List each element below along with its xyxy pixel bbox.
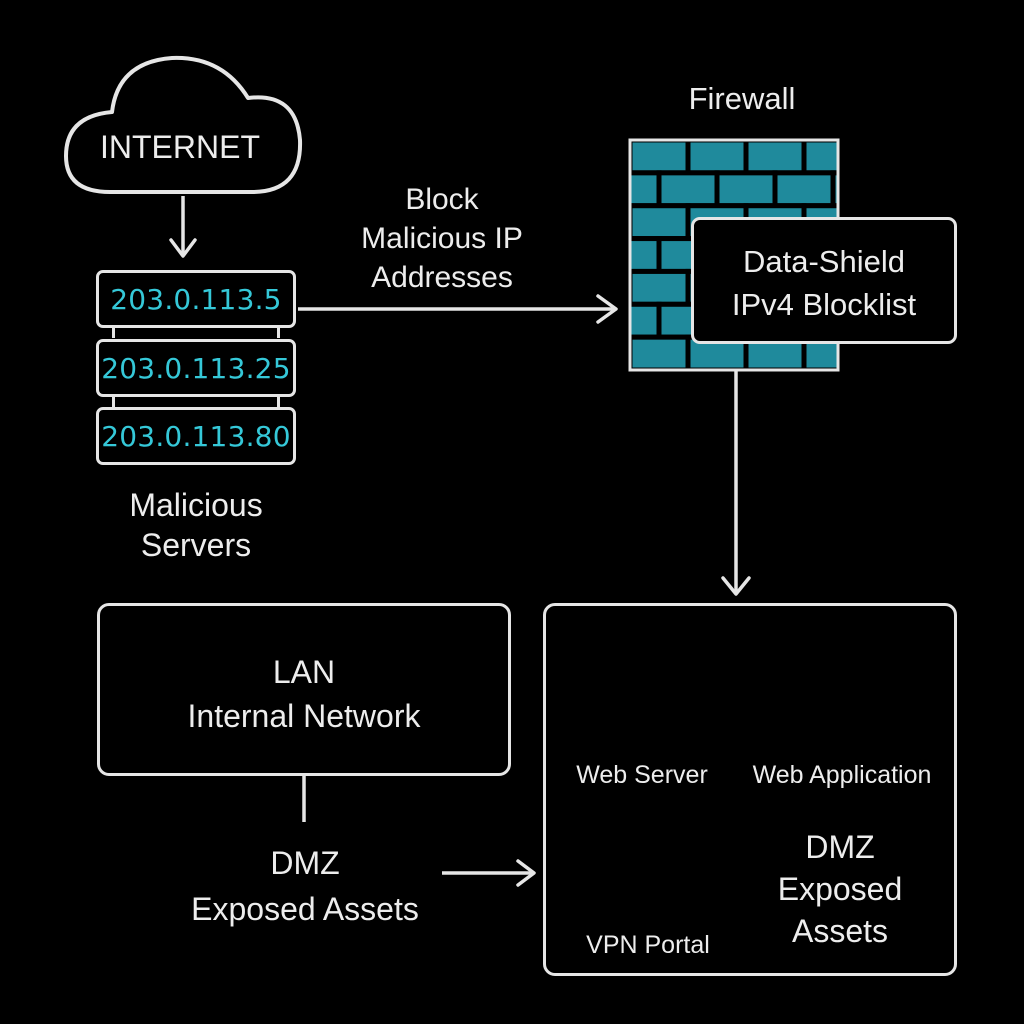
server-ip-1: 203.0.113.5 (96, 270, 296, 328)
dmz-box-title: DMZ Exposed Assets (777, 829, 903, 949)
web-server-label: Web Server (576, 761, 708, 789)
firewall-brick (630, 203, 691, 242)
arrow-firewall-to-dmz (721, 370, 751, 596)
firewall-brick (630, 268, 691, 307)
ip-address: 203.0.113.25 (101, 351, 291, 385)
firewall-brick (685, 140, 749, 176)
arrow-dmz-label-to-box (442, 859, 536, 887)
blocklist-name: Data-Shield (743, 244, 905, 279)
server-ip-2: 203.0.113.25 (96, 339, 296, 397)
malicious-servers-caption: Malicious Servers (129, 487, 263, 563)
lan-title: LAN (272, 654, 336, 690)
server-ip-3: 203.0.113.80 (96, 407, 296, 465)
lan-subtitle: Internal Network (187, 698, 421, 734)
dmz-box (543, 603, 957, 976)
vpn-portal-label: VPN Portal (586, 931, 710, 959)
brick-wall-icon (630, 140, 838, 370)
block-malicious-ip-label: Block Malicious IP Addresses (361, 183, 523, 294)
firewall-brick (772, 170, 836, 209)
web-application-label: Web Application (752, 761, 932, 789)
lan-box: LAN Internal Network (97, 603, 511, 776)
dmz-label: DMZ Exposed Assets (191, 845, 419, 927)
blocklist-box: Data-Shield IPv4 Blocklist (691, 217, 957, 344)
blocklist-type: IPv4 Blocklist (731, 287, 917, 322)
ip-address: 203.0.113.5 (110, 282, 282, 316)
firewall-brick (630, 334, 691, 370)
arrow-internet-to-servers (169, 196, 197, 258)
firewall-brick (743, 140, 807, 176)
firewall-brick (630, 140, 691, 176)
ip-address: 203.0.113.80 (101, 419, 291, 453)
firewall-brick (656, 170, 720, 209)
internet-label: INTERNET (100, 129, 260, 165)
firewall-brick (714, 170, 778, 209)
firewall-brick (830, 170, 838, 209)
arrow-servers-to-firewall (298, 294, 618, 324)
firewall-brick (801, 140, 838, 176)
cloud-icon (64, 55, 303, 194)
firewall-title: Firewall (688, 81, 796, 116)
